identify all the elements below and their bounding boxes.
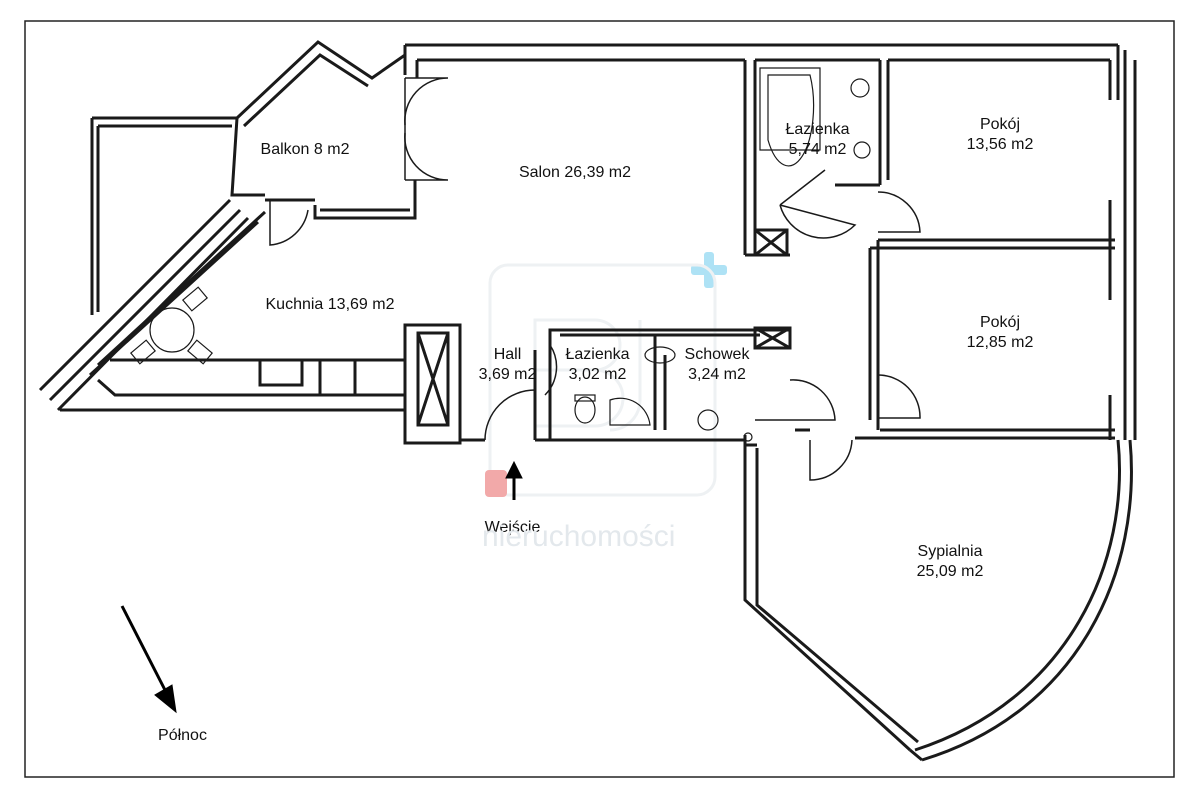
north-arrow-icon xyxy=(120,605,177,714)
room-area: 25,09 m2 xyxy=(916,563,984,580)
room-name: Pokój xyxy=(979,314,1021,331)
room-name: Łazienka xyxy=(785,121,850,138)
room-area: 13,56 m2 xyxy=(966,136,1034,153)
entrance-arrow-icon xyxy=(505,460,523,500)
room-label-salon: Salon 26,39 m2 xyxy=(500,163,650,183)
north-label: Północ xyxy=(158,727,207,744)
room-label-pokoj-2: Pokój 12,85 m2 xyxy=(945,313,1055,353)
room-label-lazienka-large: Łazienka 5,74 m2 xyxy=(770,120,865,160)
room-name: Kuchnia 13,69 m2 xyxy=(265,296,395,313)
watermark-logo xyxy=(488,263,717,497)
room-area: 3,24 m2 xyxy=(688,366,746,383)
room-name: Salon 26,39 m2 xyxy=(518,164,632,181)
room-area: 3,02 m2 xyxy=(568,366,627,383)
room-label-lazienka-small: Łazienka 3,02 m2 xyxy=(555,345,640,385)
room-label-hall: Hall 3,69 m2 xyxy=(465,345,550,385)
doors xyxy=(269,77,921,481)
room-label-sypialnia: Sypialnia 25,09 m2 xyxy=(890,542,1010,582)
room-label-balkon: Balkon 8 m2 xyxy=(240,140,370,160)
room-name: Łazienka xyxy=(565,346,630,363)
entrance-label: Wejście xyxy=(484,519,541,536)
fixtures xyxy=(129,67,871,442)
room-area: 3,69 m2 xyxy=(478,366,537,383)
room-name: Balkon 8 m2 xyxy=(260,141,350,158)
room-name: Hall xyxy=(493,346,522,363)
room-label-kuchnia: Kuchnia 13,69 m2 xyxy=(240,295,420,315)
drawing-frame xyxy=(24,20,1175,778)
walls xyxy=(38,40,1137,762)
room-name: Sypialnia xyxy=(917,543,983,560)
entrance-marker xyxy=(485,470,507,497)
room-label-schowek: Schowek 3,24 m2 xyxy=(672,345,762,385)
room-area: 5,74 m2 xyxy=(788,141,847,158)
dining-table xyxy=(149,307,195,353)
room-area: 12,85 m2 xyxy=(966,334,1034,351)
room-label-pokoj-1: Pokój 13,56 m2 xyxy=(945,115,1055,155)
room-name: Schowek xyxy=(684,346,750,363)
watermark xyxy=(488,252,727,497)
room-name: Pokój xyxy=(979,116,1021,133)
watermark-text: nieruchomości xyxy=(482,520,676,553)
